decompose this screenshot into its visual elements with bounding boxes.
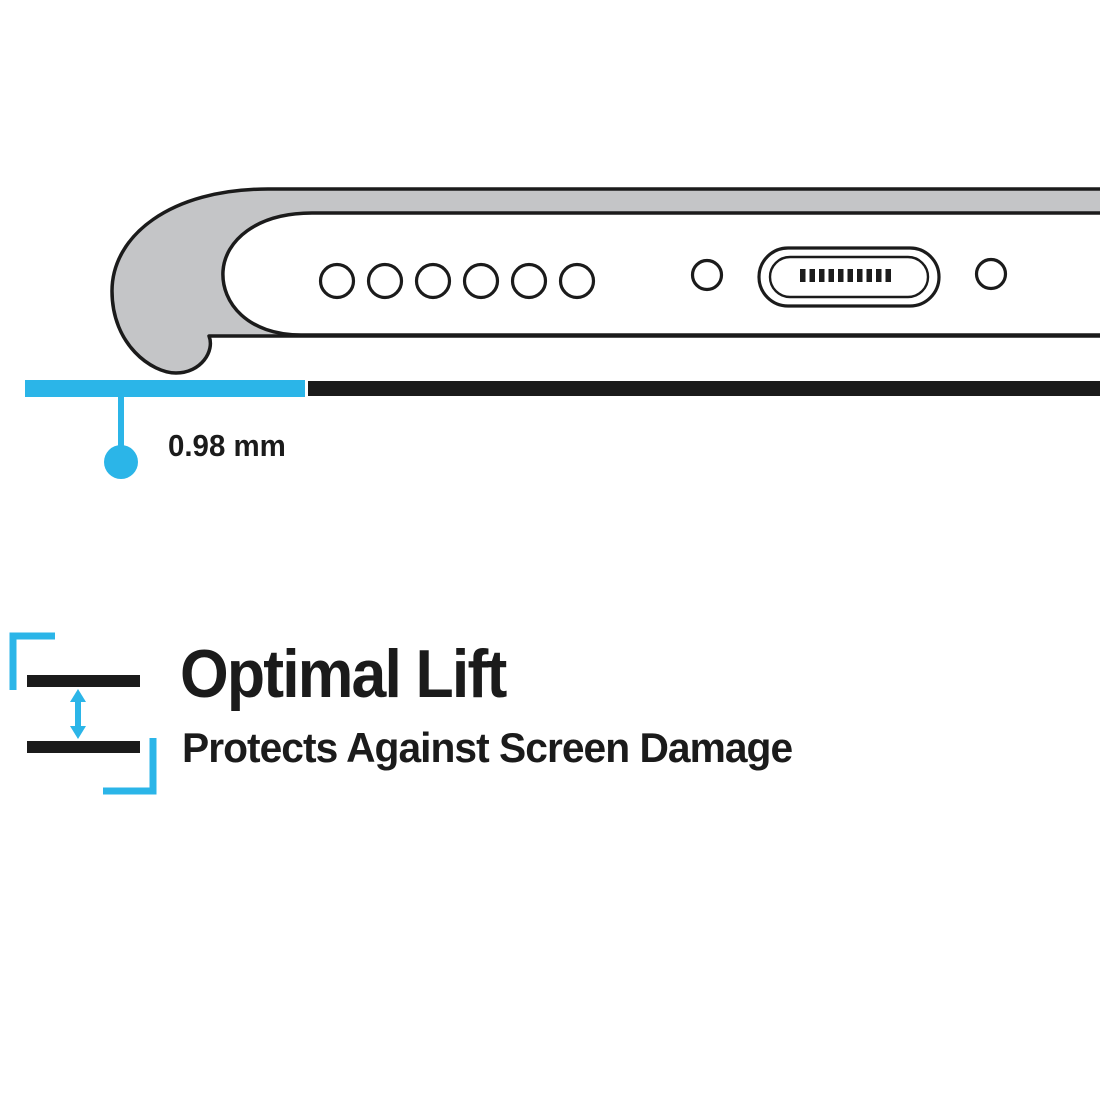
lift-arrow-head-down-icon	[70, 726, 86, 739]
screen-line-bottom	[27, 741, 140, 753]
screw-hole-right-icon	[974, 257, 1008, 291]
speaker-hole	[462, 262, 500, 300]
speaker-holes	[318, 262, 596, 300]
charging-port-pins	[800, 269, 891, 282]
bracket-bottom-right-icon	[103, 738, 157, 795]
lift-measurement	[25, 380, 1100, 479]
phone-case-illustration	[110, 187, 1100, 375]
case-lip-bar	[25, 380, 305, 397]
speaker-hole	[558, 262, 596, 300]
screen-surface-bar	[308, 381, 1100, 396]
measurement-pointer-line	[118, 396, 124, 450]
charging-port-icon	[757, 246, 941, 308]
speaker-hole	[366, 262, 404, 300]
phone-bottom-edge	[221, 211, 1100, 337]
speaker-hole	[510, 262, 548, 300]
screen-line-top	[27, 675, 140, 687]
feature-subtitle: Protects Against Screen Damage	[182, 724, 793, 771]
measurement-pointer-dot-icon	[104, 445, 138, 479]
measurement-label: 0.98 mm	[168, 428, 286, 463]
lift-gap-arrow-icon	[9, 632, 157, 795]
speaker-hole	[318, 262, 356, 300]
screw-hole-left-icon	[690, 258, 724, 292]
lift-arrow-head-up-icon	[70, 689, 86, 702]
speaker-hole	[414, 262, 452, 300]
feature-title: Optimal Lift	[180, 636, 507, 712]
bracket-top-left-icon	[9, 632, 55, 690]
